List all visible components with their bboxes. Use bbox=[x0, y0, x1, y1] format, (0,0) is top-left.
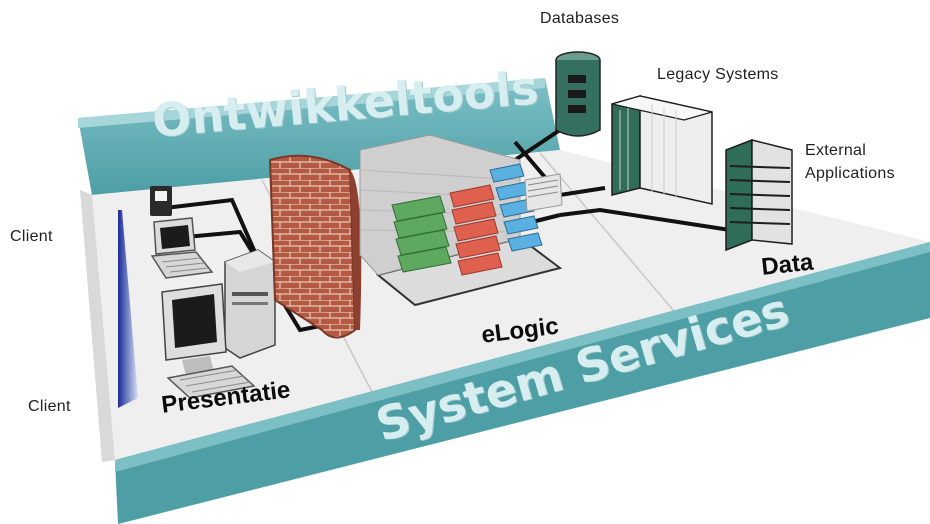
client-range-indicator bbox=[118, 210, 138, 408]
logic-blocks-icon bbox=[359, 134, 563, 307]
legacy-systems-label: Legacy Systems bbox=[657, 66, 779, 83]
data-label: Data bbox=[760, 248, 815, 281]
system-services-band bbox=[115, 242, 930, 524]
external-applications-label-line2: Applications bbox=[805, 165, 895, 182]
external-applications-label-line1: External bbox=[805, 142, 867, 159]
external-server-icon bbox=[725, 138, 793, 252]
client-label-top: Client bbox=[10, 228, 53, 245]
databases-label: Databases bbox=[540, 10, 620, 27]
client-label-bottom: Client bbox=[28, 398, 71, 415]
phone-icon bbox=[150, 186, 172, 216]
database-icon bbox=[555, 51, 601, 137]
laptop-icon bbox=[150, 217, 214, 279]
ontwikkeltools-band bbox=[78, 78, 560, 195]
legacy-server-icon bbox=[611, 95, 713, 205]
desktop-computer-icon bbox=[161, 249, 276, 399]
firewall-icon bbox=[268, 154, 362, 339]
